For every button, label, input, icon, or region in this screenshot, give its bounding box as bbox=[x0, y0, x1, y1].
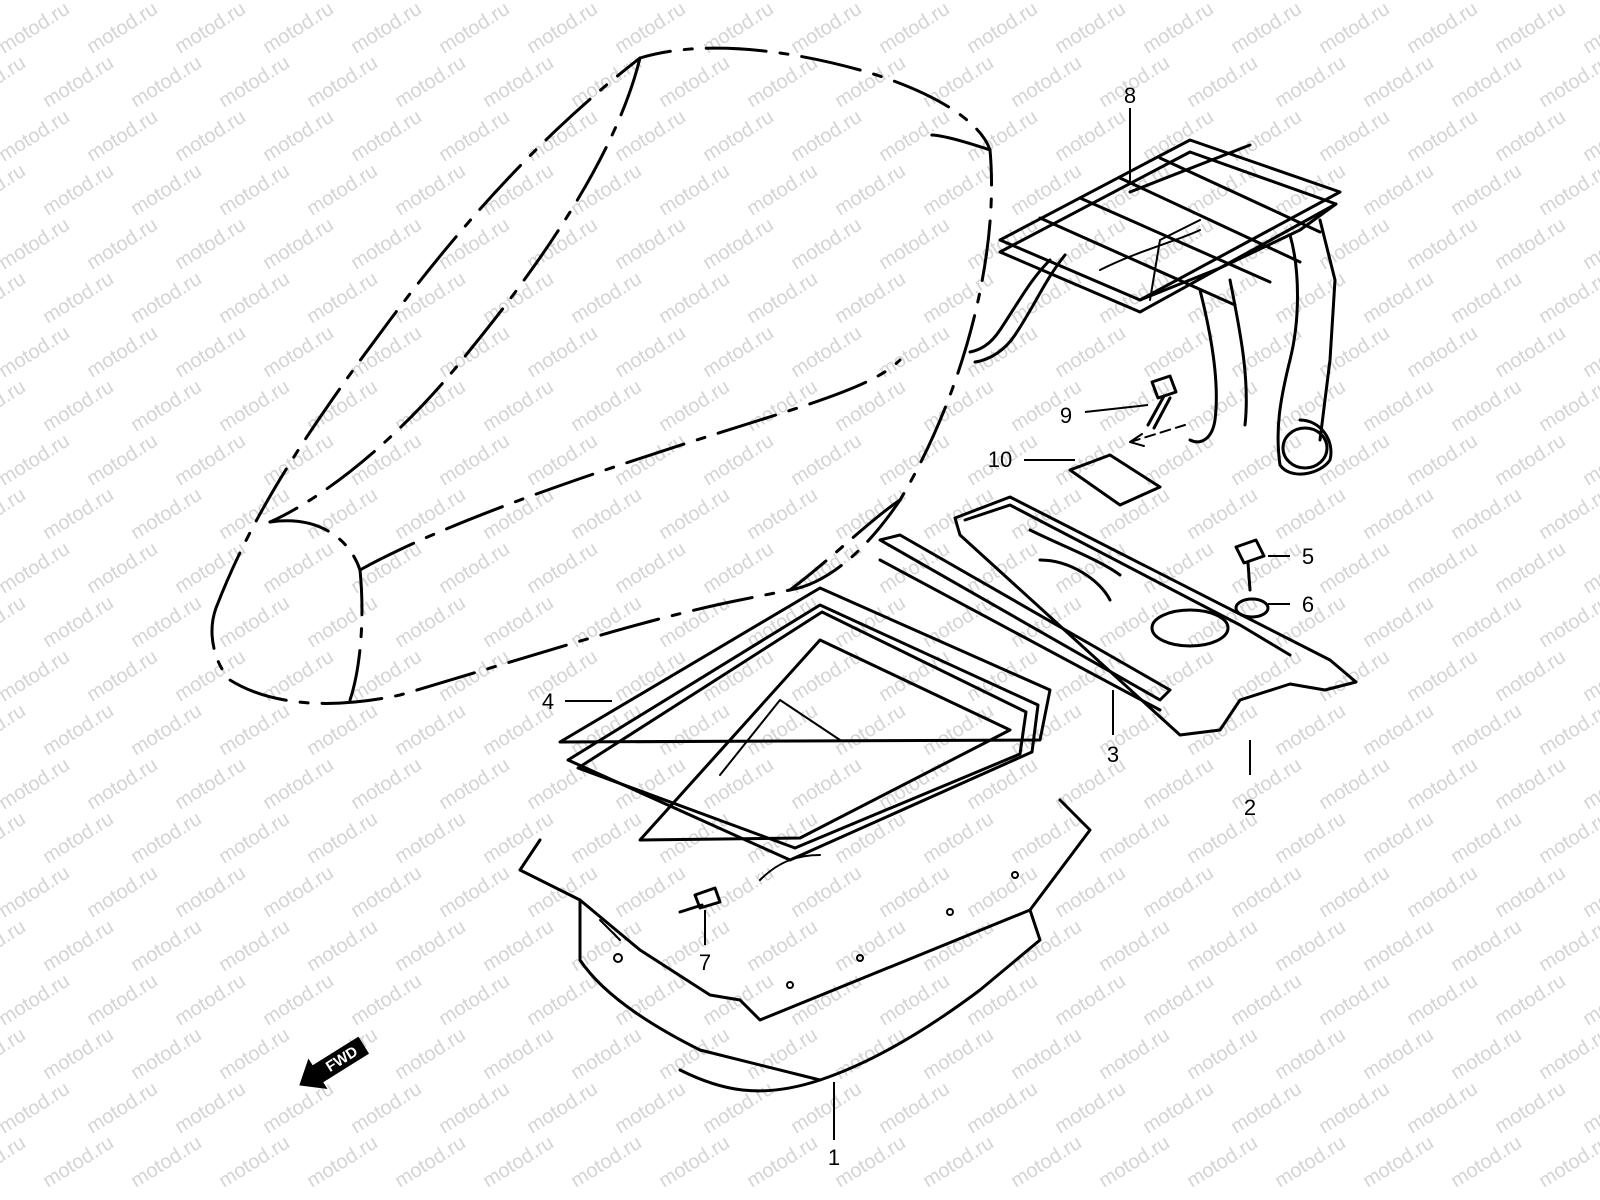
callout-10: 10 bbox=[988, 447, 1012, 472]
screw bbox=[678, 886, 722, 914]
callout-9: 9 bbox=[1060, 403, 1072, 428]
arrow-dashed bbox=[1129, 424, 1186, 443]
callout-2: 2 bbox=[1244, 795, 1256, 820]
callout-1: 1 bbox=[828, 1145, 840, 1170]
forward-arrow-icon bbox=[299, 1036, 370, 1090]
carrier-bolt bbox=[1146, 374, 1178, 430]
seat-box bbox=[518, 586, 1092, 1093]
callout-8: 8 bbox=[1124, 83, 1136, 108]
callout-4: 4 bbox=[542, 689, 554, 714]
fwd-badge: FWD bbox=[299, 1036, 370, 1090]
callout-7: 7 bbox=[699, 950, 711, 975]
callout-5: 5 bbox=[1302, 544, 1314, 569]
seat-box-support bbox=[878, 533, 1172, 712]
washer bbox=[1234, 597, 1270, 619]
label-sticker bbox=[1068, 453, 1162, 507]
callout-6: 6 bbox=[1302, 592, 1314, 617]
leader-lines bbox=[565, 108, 1290, 1140]
bolt bbox=[1234, 538, 1266, 592]
callouts: 8 9 10 5 6 4 3 2 7 1 bbox=[542, 83, 1314, 1170]
rear-carrier bbox=[968, 138, 1342, 476]
seat bbox=[210, 46, 994, 705]
callout-3: 3 bbox=[1107, 742, 1119, 767]
